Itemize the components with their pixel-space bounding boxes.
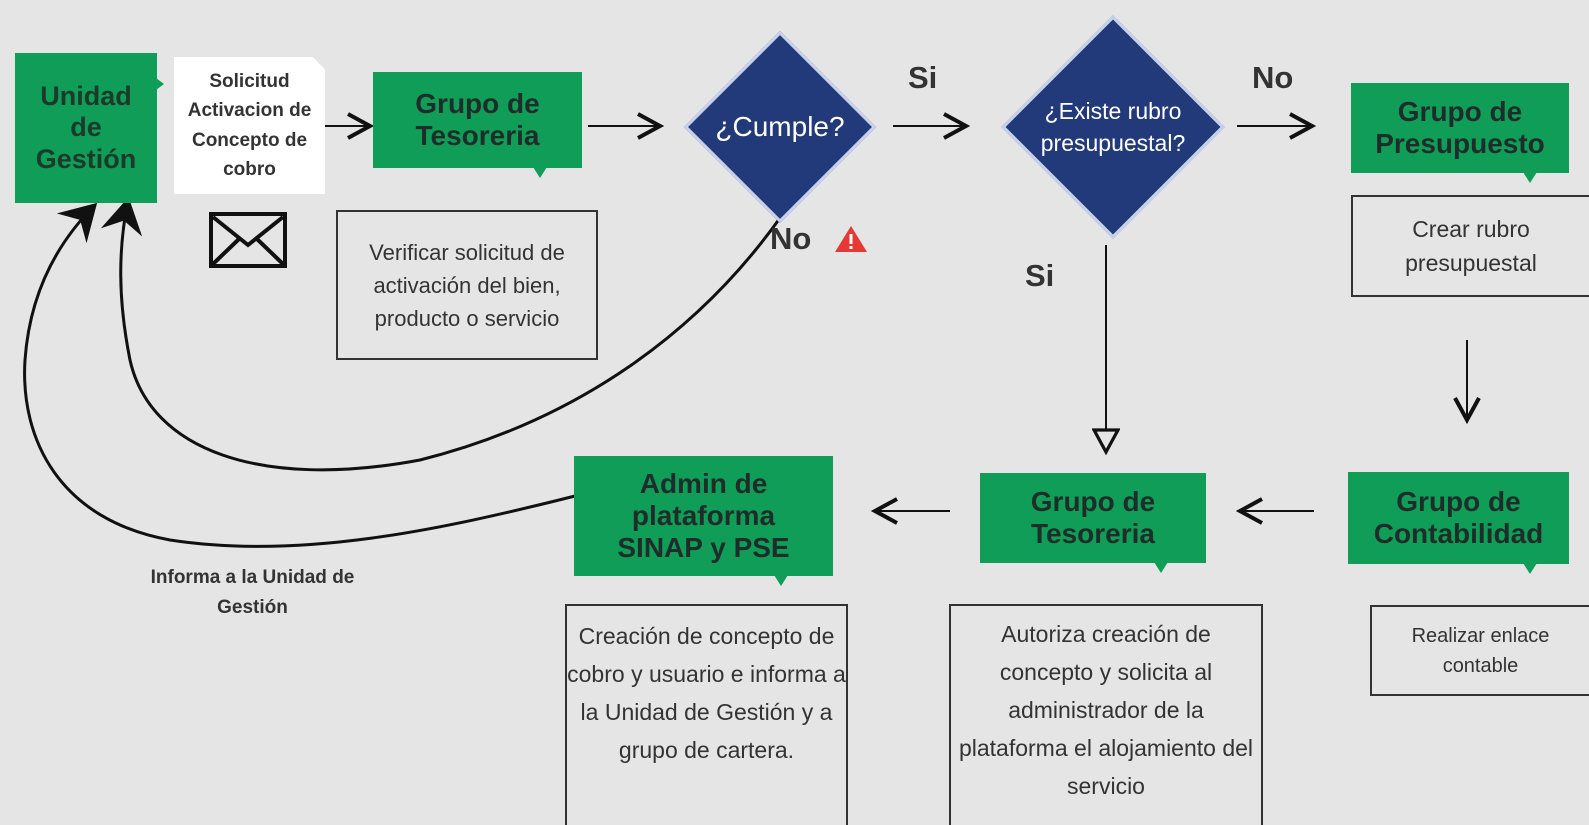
label-si-cumple: Si (908, 60, 938, 95)
node-grupo-tesoreria-top: Grupo de Tesoreria (373, 72, 582, 168)
node-grupo-contabilidad-tail (1523, 563, 1537, 574)
warning-icon (835, 226, 867, 252)
decision-existe-rubro: ¿Existe rubro presupuestal? (997, 13, 1229, 241)
task-crear-rubro: Crear rubro presupuestal (1351, 195, 1589, 297)
node-grupo-presupuesto: Grupo de Presupuesto (1351, 83, 1569, 173)
node-admin-plataforma: Admin de plataforma SINAP y PSE (574, 456, 833, 576)
document-label: Solicitud Activacion de Concepto de cobr… (187, 70, 312, 180)
node-grupo-tesoreria-top-tail (533, 167, 547, 178)
node-unidad-gestion: Unidad de Gestión (15, 53, 157, 203)
label-informa: Informa a la Unidad de Gestión (150, 567, 355, 619)
task-autoriza: Autoriza creación de concepto y solicita… (949, 604, 1263, 825)
document-solicitud: Solicitud Activacion de Concepto de cobr… (174, 57, 325, 194)
node-grupo-tesoreria-bottom: Grupo de Tesoreria (980, 473, 1206, 563)
node-grupo-presupuesto-tail (1523, 172, 1537, 183)
node-unidad-gestion-notch (156, 78, 164, 90)
envelope-icon (209, 212, 287, 268)
task-enlace-contable: Realizar enlace contable (1370, 605, 1589, 696)
node-grupo-tesoreria-bottom-tail (1154, 562, 1168, 573)
arrow-no-to-unidad (100, 197, 782, 472)
label-no-cumple: No (770, 221, 812, 256)
task-verificar: Verificar solicitud de activación del bi… (336, 210, 598, 360)
arrow-admin-to-unidad (23, 202, 576, 548)
label-no-existe: No (1252, 60, 1294, 95)
decision-cumple: ¿Cumple? (682, 32, 878, 222)
task-creacion: Creación de concepto de cobro y usuario … (565, 604, 848, 825)
node-admin-plataforma-tail (774, 575, 788, 586)
node-grupo-contabilidad: Grupo de Contabilidad (1348, 472, 1569, 564)
label-si-existe: Si (1025, 258, 1055, 293)
